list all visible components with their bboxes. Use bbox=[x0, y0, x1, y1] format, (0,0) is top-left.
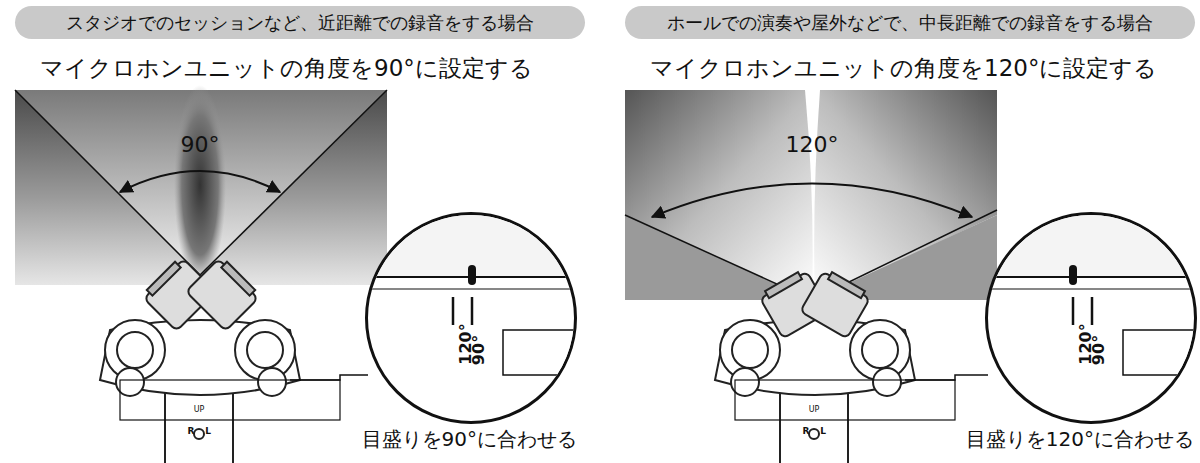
channel-mark: R bbox=[803, 426, 810, 436]
zoom-circle: 120°90° bbox=[365, 212, 577, 424]
heading-pill: ホールでの演奏や屋外などで、中長距離での録音をする場合 bbox=[625, 6, 1195, 39]
housing-edge bbox=[368, 288, 577, 289]
index-marker bbox=[1069, 265, 1077, 285]
channel-mark: L bbox=[820, 426, 826, 436]
angle-label: 90° bbox=[181, 132, 220, 157]
housing-edge bbox=[988, 288, 1197, 289]
caption-note: 目盛りを90°に合わせる bbox=[362, 428, 577, 451]
heading-text: ホールでの演奏や屋外などで、中長距離での録音をする場合 bbox=[667, 11, 1153, 35]
scale-label: 90° bbox=[1091, 335, 1107, 365]
panel-mark: UP bbox=[809, 405, 820, 414]
index-marker bbox=[468, 265, 476, 285]
subtitle: マイクロホンユニットの角度を120°に設定する bbox=[650, 55, 1157, 81]
scale-tick bbox=[1072, 297, 1075, 325]
scale-detail bbox=[988, 215, 1197, 424]
scale-tick bbox=[452, 297, 455, 325]
housing-part bbox=[1123, 330, 1197, 375]
scale-tick bbox=[471, 297, 474, 325]
subtitle: マイクロホンユニットの角度を90°に設定する bbox=[40, 55, 533, 81]
housing-edge bbox=[988, 276, 1197, 278]
housing-part bbox=[503, 330, 577, 375]
heading-pill: スタジオでのセッションなど、近距離での録音をする場合 bbox=[15, 6, 585, 39]
heading-text: スタジオでのセッションなど、近距離での録音をする場合 bbox=[66, 11, 534, 35]
channel-mark: R bbox=[188, 426, 195, 436]
panel-mark: UP bbox=[194, 405, 205, 414]
scale-label: 90° bbox=[471, 335, 487, 365]
angle-label: 120° bbox=[786, 132, 839, 157]
scale-detail bbox=[368, 215, 577, 424]
channel-mark: L bbox=[205, 426, 211, 436]
caption-note: 目盛りを120°に合わせる bbox=[966, 428, 1194, 451]
scale-tick bbox=[1091, 297, 1094, 325]
housing-top bbox=[988, 215, 1197, 277]
zoom-circle: 120°90° bbox=[985, 212, 1197, 424]
